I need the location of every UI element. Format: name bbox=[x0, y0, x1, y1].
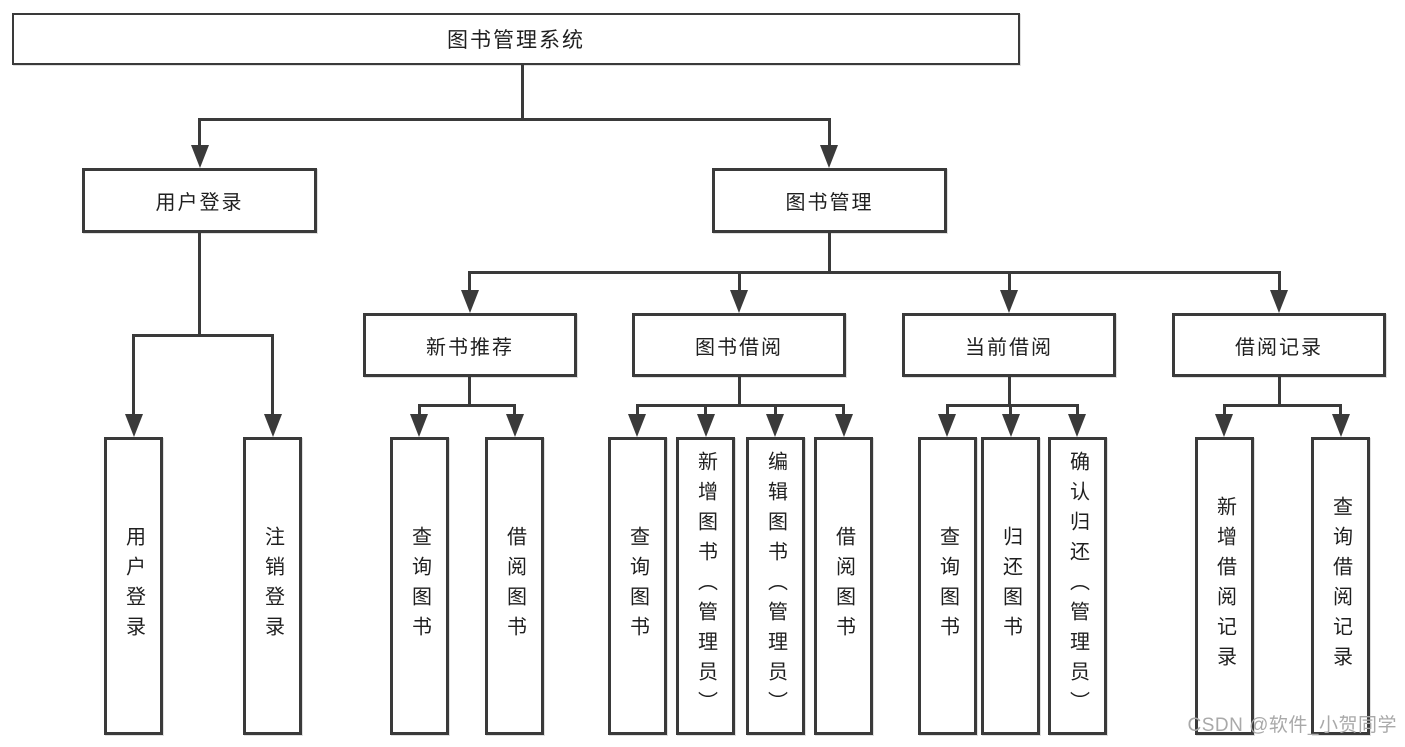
connector-drop bbox=[1009, 404, 1012, 418]
arrow-down bbox=[410, 414, 428, 437]
arrow-down-new-book bbox=[461, 290, 479, 313]
leaf-query-borrow-record: 查询借阅记录 bbox=[1311, 437, 1370, 735]
connector-drop bbox=[1223, 404, 1226, 418]
arrow-down-leaf-logout bbox=[264, 414, 282, 437]
connector-drop-user-login bbox=[198, 118, 201, 150]
connector-drop-leaf-user-login bbox=[132, 334, 135, 418]
leaf-add-borrow-record: 新增借阅记录 bbox=[1195, 437, 1254, 735]
leaf-return-books: 归还图书 bbox=[981, 437, 1040, 735]
connector-new-book-stem bbox=[468, 377, 471, 407]
connector-current-borrow-hbar bbox=[946, 404, 1079, 407]
arrow-down bbox=[1332, 414, 1350, 437]
connector-borrow-records-hbar bbox=[1223, 404, 1342, 407]
leaf-query-books-borrow: 查询图书 bbox=[608, 437, 667, 735]
csdn-watermark: CSDN @软件_小贺同学 bbox=[1187, 715, 1397, 736]
arrow-down-leaf-user-login bbox=[125, 414, 143, 437]
arrow-down-current-borrow bbox=[1000, 290, 1018, 313]
node-borrow-records: 借阅记录 bbox=[1172, 313, 1386, 377]
connector-drop-leaf-logout bbox=[271, 334, 274, 418]
node-current-borrow: 当前借阅 bbox=[902, 313, 1116, 377]
arrow-down bbox=[835, 414, 853, 437]
connector-book-management-stem bbox=[828, 233, 831, 274]
arrow-down bbox=[766, 414, 784, 437]
connector-book-borrow-hbar bbox=[636, 404, 845, 407]
connector-drop bbox=[1076, 404, 1079, 418]
connector-drop bbox=[946, 404, 949, 418]
connector-user-login-hbar bbox=[132, 334, 274, 337]
leaf-logout: 注销登录 bbox=[243, 437, 302, 735]
node-book-borrow: 图书借阅 bbox=[632, 313, 846, 377]
arrow-down bbox=[938, 414, 956, 437]
leaf-confirm-return-admin: 确认归还（管理员） bbox=[1048, 437, 1107, 735]
connector-book-management-hbar bbox=[468, 271, 1281, 274]
arrow-down bbox=[697, 414, 715, 437]
connector-new-book-hbar bbox=[418, 404, 516, 407]
arrow-down-book-borrow bbox=[730, 290, 748, 313]
connector-drop bbox=[774, 404, 777, 418]
arrow-down bbox=[1215, 414, 1233, 437]
node-book-management: 图书管理 bbox=[712, 168, 947, 233]
connector-drop-current-borrow bbox=[1008, 271, 1011, 297]
leaf-query-books-current: 查询图书 bbox=[918, 437, 977, 735]
connector-drop bbox=[704, 404, 707, 418]
node-new-book-recommend: 新书推荐 bbox=[363, 313, 577, 377]
arrow-down bbox=[506, 414, 524, 437]
connector-drop bbox=[1339, 404, 1342, 418]
arrow-down-book-management bbox=[820, 145, 838, 168]
node-user-login: 用户登录 bbox=[82, 168, 317, 233]
connector-book-borrow-stem bbox=[738, 377, 741, 407]
connector-drop bbox=[636, 404, 639, 418]
leaf-add-books-admin: 新增图书（管理员） bbox=[676, 437, 735, 735]
leaf-user-login: 用户登录 bbox=[104, 437, 163, 735]
connector-drop-book-management bbox=[828, 118, 831, 150]
arrow-down-borrow-records bbox=[1270, 290, 1288, 313]
connector-root-stem bbox=[521, 65, 524, 121]
connector-root-hbar bbox=[198, 118, 831, 121]
connector-drop-new-book bbox=[468, 271, 471, 297]
leaf-edit-books-admin: 编辑图书（管理员） bbox=[746, 437, 805, 735]
connector-drop bbox=[418, 404, 421, 418]
leaf-query-books-recommend: 查询图书 bbox=[390, 437, 449, 735]
leaf-borrow-books-recommend: 借阅图书 bbox=[485, 437, 544, 735]
connector-drop-borrow-records bbox=[1278, 271, 1281, 297]
connector-drop bbox=[513, 404, 516, 418]
connector-user-login-stem bbox=[198, 233, 201, 336]
node-root-library-management-system: 图书管理系统 bbox=[12, 13, 1020, 65]
arrow-down bbox=[1002, 414, 1020, 437]
arrow-down bbox=[628, 414, 646, 437]
connector-current-borrow-stem bbox=[1008, 377, 1011, 407]
connector-drop bbox=[842, 404, 845, 418]
arrow-down bbox=[1068, 414, 1086, 437]
connector-drop-book-borrow bbox=[738, 271, 741, 297]
connector-borrow-records-stem bbox=[1278, 377, 1281, 407]
leaf-borrow-books: 借阅图书 bbox=[814, 437, 873, 735]
arrow-down-user-login bbox=[191, 145, 209, 168]
